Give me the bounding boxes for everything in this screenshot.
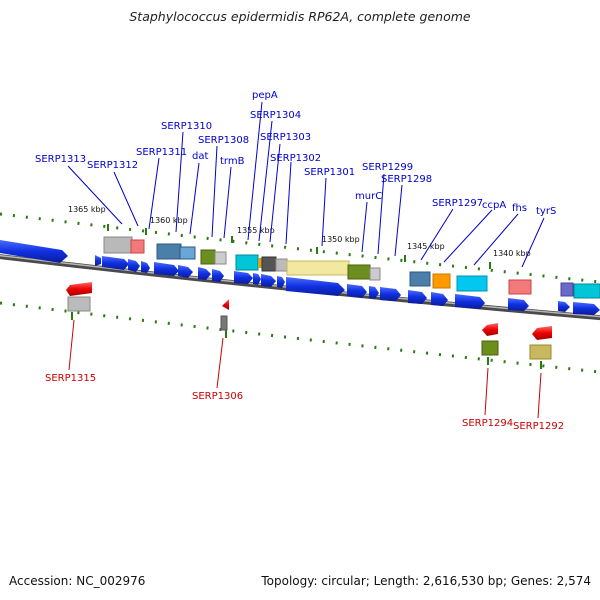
gene-label: SERP1304: [250, 110, 301, 121]
tick-label: 1365 kbp: [68, 205, 106, 214]
gene-label: tyrS: [536, 206, 556, 217]
major-ticks: [71, 224, 542, 369]
tick-label: 1340 kbp: [493, 249, 531, 258]
gene-label: dat: [192, 151, 208, 162]
gene-label: SERP1303: [260, 132, 311, 143]
gene-label: SERP1306: [192, 391, 243, 402]
gene-label: SERP1312: [87, 160, 138, 171]
gene-label: SERP1313: [35, 154, 86, 165]
gene-label: murC: [355, 191, 382, 202]
gene-label: SERP1310: [161, 121, 212, 132]
gene-label: SERP1297: [432, 198, 483, 209]
feature-track-lower: [67, 296, 552, 360]
gene-label: SERP1315: [45, 373, 96, 384]
gene-label: trmB: [220, 156, 245, 167]
gene-track-reverse: [66, 282, 552, 340]
gene-labels-top: SERP1313 SERP1312 SERP1311 SERP1310 dat …: [35, 90, 556, 217]
gene-label: SERP1302: [270, 153, 321, 164]
gene-label: SERP1294: [462, 418, 513, 429]
leader-lines-bottom: [68, 319, 542, 419]
leader-lines-top: [67, 101, 545, 268]
tick-label: 1360 kbp: [150, 216, 188, 225]
tick-label: 1350 kbp: [322, 235, 360, 244]
gene-label: SERP1299: [362, 162, 413, 173]
gene-track-forward: [0, 240, 600, 315]
tick-ring-bottom: [0, 301, 600, 374]
genome-summary-text: Topology: circular; Length: 2,616,530 bp…: [261, 574, 591, 588]
map-title: Staphylococcus epidermidis RP62A, comple…: [129, 9, 471, 24]
gene-label: ccpA: [482, 200, 506, 211]
accession-text: Accession: NC_002976: [9, 574, 146, 588]
gene-label: SERP1311: [136, 147, 187, 158]
gene-label: SERP1301: [304, 167, 355, 178]
tick-label: 1345 kbp: [407, 242, 445, 251]
tick-label: 1355 kbp: [237, 226, 275, 235]
gene-label: SERP1292: [513, 421, 564, 432]
gene-label: SERP1308: [198, 135, 249, 146]
gene-label: fhs: [512, 203, 527, 214]
gene-label: SERP1298: [381, 174, 432, 185]
gene-labels-bottom: SERP1315 SERP1306 SERP1294 SERP1292: [45, 373, 564, 432]
feature-track-upper: [103, 236, 600, 299]
gene-label: pepA: [252, 90, 278, 101]
